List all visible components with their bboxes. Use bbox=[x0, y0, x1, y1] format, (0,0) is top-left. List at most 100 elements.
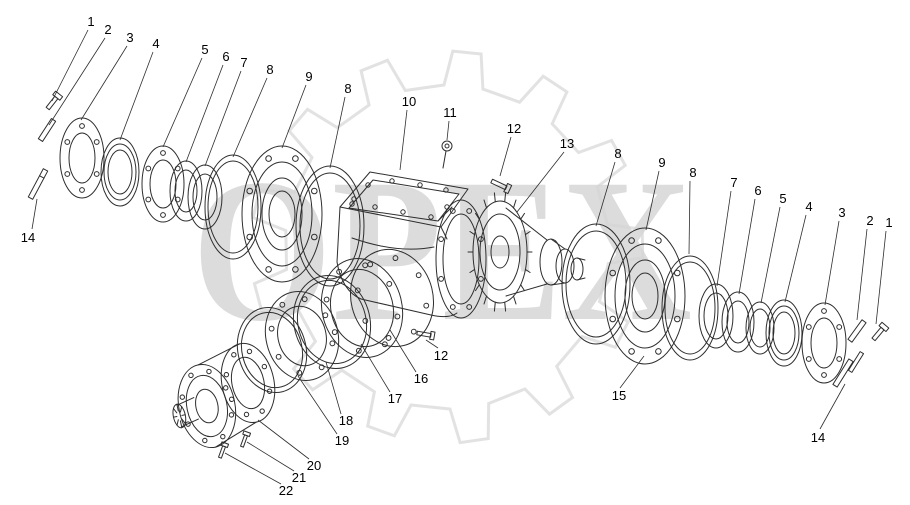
callout-7: 7 bbox=[240, 55, 247, 70]
callout-2: 2 bbox=[866, 213, 873, 228]
leader-line-9 bbox=[645, 170, 660, 231]
part-1-bolt-left bbox=[45, 90, 64, 111]
leader-line-2 bbox=[856, 228, 868, 321]
part-22-bolt bbox=[218, 441, 230, 459]
callout-7: 7 bbox=[730, 175, 737, 190]
gear-watermark-icon bbox=[251, 49, 645, 445]
leader-line-15 bbox=[619, 355, 645, 389]
callout-8: 8 bbox=[614, 146, 621, 161]
leader-line-18 bbox=[325, 361, 342, 415]
leader-line-4 bbox=[784, 214, 807, 303]
part-10-housing bbox=[336, 171, 487, 348]
leader-line-10 bbox=[399, 109, 408, 171]
part-14-lock-strip-right-b bbox=[847, 351, 865, 373]
callout-4: 4 bbox=[805, 199, 812, 214]
leader-line-2 bbox=[48, 37, 106, 126]
part-9-bearing-cage-left bbox=[241, 145, 323, 283]
callout-13: 13 bbox=[560, 136, 574, 151]
callout-12: 12 bbox=[507, 121, 521, 136]
leader-line-3 bbox=[80, 45, 128, 121]
part-2-lock-plate-left bbox=[37, 118, 57, 142]
callout-1: 1 bbox=[885, 215, 892, 230]
callout-8: 8 bbox=[344, 81, 351, 96]
part-2-lock-plate-right bbox=[847, 319, 867, 343]
leader-line-8 bbox=[595, 161, 616, 227]
callout-19: 19 bbox=[335, 433, 349, 448]
callout-6: 6 bbox=[222, 49, 229, 64]
callout-6: 6 bbox=[754, 183, 761, 198]
leader-line-21 bbox=[246, 441, 295, 472]
leader-line-7 bbox=[204, 70, 242, 167]
leader-line-20 bbox=[257, 419, 310, 460]
part-3-flange-left bbox=[59, 117, 105, 199]
callout-2: 2 bbox=[104, 22, 111, 37]
drawing bbox=[27, 90, 890, 459]
callout-16: 16 bbox=[414, 371, 428, 386]
leader-line-12 bbox=[499, 136, 512, 177]
leader-line-8 bbox=[232, 77, 268, 158]
callout-4: 4 bbox=[152, 36, 159, 51]
callout-9: 9 bbox=[658, 155, 665, 170]
part-14-lock-strip-left bbox=[27, 168, 49, 200]
part-18-flange bbox=[264, 290, 340, 382]
part-13-bevel-gear-assembly bbox=[467, 192, 586, 312]
part-6-ring-right bbox=[721, 291, 755, 353]
callout-18: 18 bbox=[339, 413, 353, 428]
part-1-bolt-right bbox=[871, 321, 890, 342]
part-8-seal-ring-right-outer bbox=[661, 255, 719, 361]
part-14-lock-strip-right-a bbox=[832, 358, 854, 388]
callout-17: 17 bbox=[388, 391, 402, 406]
callout-15: 15 bbox=[612, 388, 626, 403]
leader-line-14 bbox=[31, 198, 38, 230]
callout-14: 14 bbox=[811, 430, 825, 445]
part-8-seal-ring-left-outer bbox=[204, 154, 262, 260]
leader-line-8 bbox=[329, 96, 346, 169]
leader-line-8 bbox=[688, 180, 691, 255]
callout-3: 3 bbox=[126, 30, 133, 45]
callout-1: 1 bbox=[87, 14, 94, 29]
callout-22: 22 bbox=[279, 483, 293, 498]
part-5-flange-left bbox=[141, 145, 185, 223]
leader-line-17 bbox=[360, 343, 391, 393]
leader-line-11 bbox=[446, 120, 450, 141]
part-3-flange-right bbox=[801, 302, 847, 384]
callout-20: 20 bbox=[307, 458, 321, 473]
leader-line-1 bbox=[51, 29, 89, 102]
part-21-bolt bbox=[240, 430, 252, 448]
callout-21: 21 bbox=[292, 470, 306, 485]
leader-line-13 bbox=[516, 151, 565, 213]
callout-12: 12 bbox=[434, 348, 448, 363]
leader-line-6 bbox=[738, 198, 756, 295]
part-7-ring-right bbox=[698, 283, 734, 349]
housing-lower-flange bbox=[349, 248, 435, 348]
leader-line-12 bbox=[425, 339, 439, 349]
part-9-bearing-cage-right bbox=[604, 227, 686, 365]
leader-line-5 bbox=[162, 57, 203, 148]
callout-9: 9 bbox=[305, 69, 312, 84]
part-4-ring-left bbox=[100, 137, 140, 207]
leader-line-6 bbox=[185, 64, 224, 163]
leader-line-4 bbox=[119, 51, 154, 141]
leader-line-1 bbox=[875, 230, 887, 325]
part-16-cover bbox=[320, 258, 404, 358]
leader-line-7 bbox=[716, 190, 732, 287]
part-17-ring bbox=[292, 274, 372, 370]
part-11-breather bbox=[441, 140, 453, 169]
part-4-ring-right bbox=[765, 299, 803, 367]
callout-10: 10 bbox=[402, 94, 416, 109]
leader-line-16 bbox=[389, 329, 417, 373]
callout-3: 3 bbox=[838, 205, 845, 220]
leader-line-14 bbox=[819, 383, 846, 430]
leader-line-9 bbox=[281, 84, 307, 149]
callout-8: 8 bbox=[266, 62, 273, 77]
part-6-ring-left bbox=[169, 160, 203, 222]
part-8-seal-ring-left-inner bbox=[295, 165, 365, 287]
callout-8: 8 bbox=[689, 165, 696, 180]
part-12-bolt-bottom bbox=[416, 330, 436, 341]
part-20-hub bbox=[172, 342, 276, 448]
callout-14: 14 bbox=[21, 230, 35, 245]
callout-5: 5 bbox=[201, 42, 208, 57]
leader-line-3 bbox=[824, 220, 840, 306]
